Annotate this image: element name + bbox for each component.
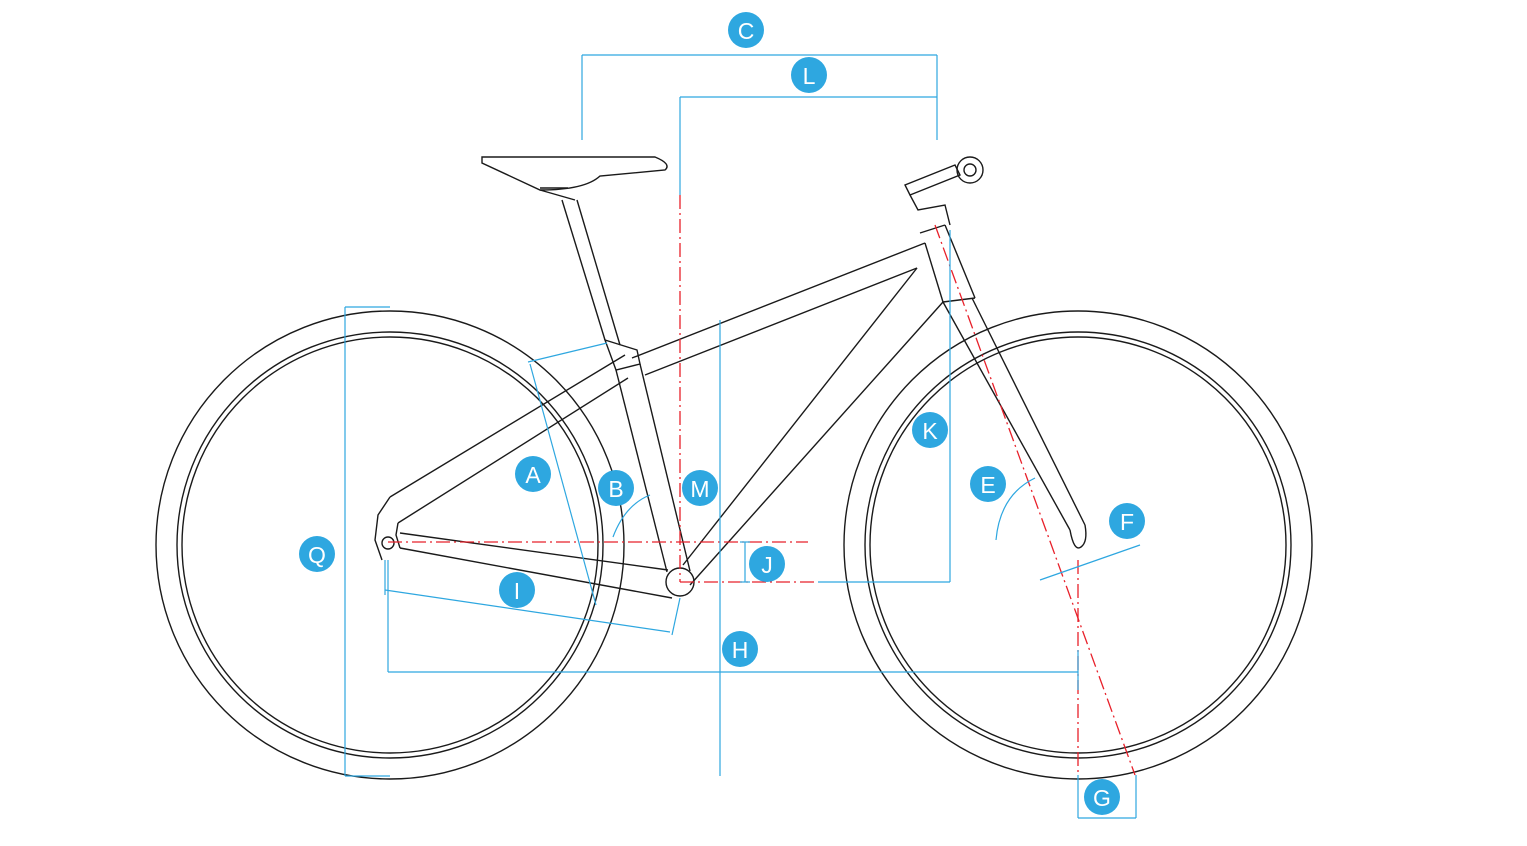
dimension-l	[679, 96, 937, 195]
badge-b: B	[598, 470, 634, 506]
chain-stay	[399, 532, 673, 599]
badge-c: C	[728, 12, 764, 48]
badge-g-text: G	[1093, 785, 1111, 811]
badge-f-text: F	[1120, 509, 1134, 535]
badge-g: G	[1084, 779, 1120, 815]
badge-c-text: C	[738, 18, 755, 44]
badge-e: E	[970, 466, 1006, 502]
angle-b-arc	[612, 494, 651, 538]
angle-e-arc	[995, 477, 1036, 541]
dimension-a	[527, 342, 608, 606]
badge-i: I	[499, 572, 535, 608]
badge-j-text: J	[761, 552, 773, 578]
badge-m: M	[682, 470, 718, 506]
fork	[942, 297, 1087, 549]
down-tube	[682, 267, 944, 586]
badge-k-text: K	[922, 418, 938, 444]
badge-l-text: L	[803, 63, 816, 89]
dimension-q	[344, 306, 390, 777]
bicycle-drawing	[155, 156, 1313, 780]
stem	[904, 156, 984, 226]
top-tube	[631, 242, 926, 376]
badge-m-text: M	[690, 476, 709, 502]
seatpost	[561, 199, 621, 346]
dimension-i	[384, 560, 681, 636]
badge-f: F	[1109, 503, 1145, 539]
badge-l: L	[791, 57, 827, 93]
seat-stay	[389, 354, 629, 524]
badge-j: J	[749, 546, 785, 582]
dimension-g	[1077, 775, 1137, 819]
head-tube	[919, 224, 976, 303]
badge-e-text: E	[980, 472, 995, 498]
badge-k: K	[912, 412, 948, 448]
dimension-h	[387, 560, 1079, 690]
rear-dropout	[374, 496, 401, 561]
badge-h: H	[722, 631, 758, 667]
badge-h-text: H	[732, 637, 749, 663]
steering-axis-ref	[934, 224, 1136, 776]
rear-wheel	[155, 310, 625, 780]
badge-q: Q	[299, 536, 335, 572]
saddle	[481, 156, 668, 201]
dimension-f	[1039, 544, 1141, 581]
badge-i-text: I	[514, 578, 520, 604]
dimension-k	[818, 230, 951, 583]
badge-q-text: Q	[308, 542, 326, 568]
dimension-lines	[344, 54, 1141, 819]
seat-tube	[603, 338, 691, 573]
badge-b-text: B	[608, 476, 623, 502]
dimension-j	[740, 541, 750, 583]
badge-a-text: A	[525, 462, 541, 488]
badge-a: A	[515, 456, 551, 492]
